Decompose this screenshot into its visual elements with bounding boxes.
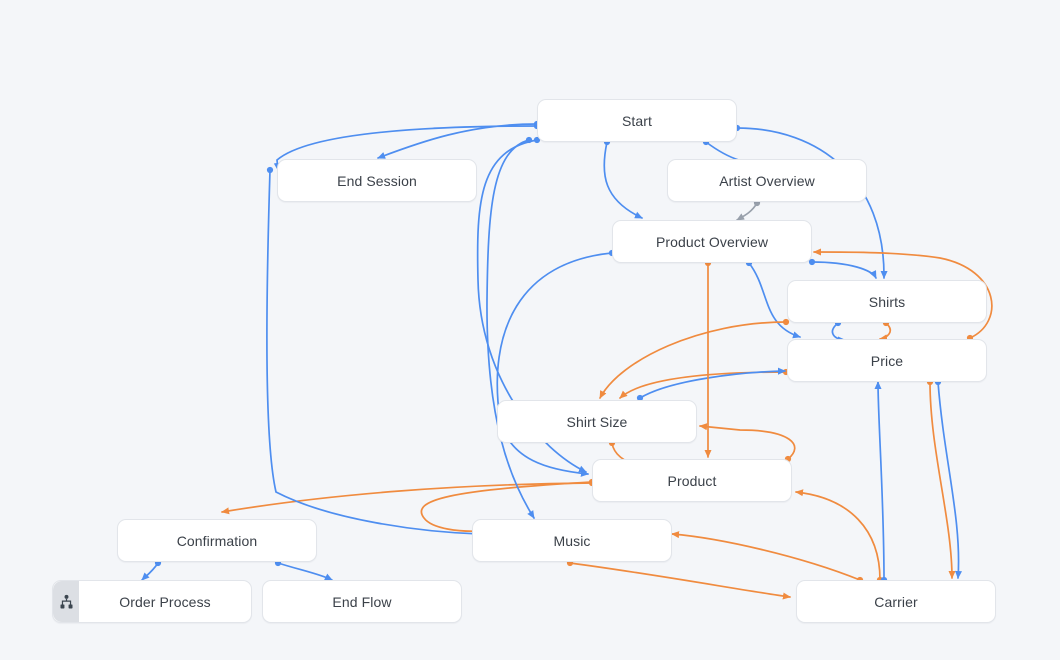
node-product[interactable]: Product: [592, 459, 792, 502]
node-start[interactable]: Start: [537, 99, 737, 142]
edge: [266, 166, 481, 538]
edge-source-dot: [266, 166, 274, 174]
node-label: Price: [870, 352, 904, 369]
edge: [874, 381, 888, 584]
node-label: Music: [553, 532, 591, 549]
node-end-flow[interactable]: End Flow: [262, 580, 462, 623]
hierarchy-icon: [53, 581, 79, 622]
edge: [603, 138, 643, 219]
edge: [934, 378, 963, 579]
node-product-overview[interactable]: Product Overview: [612, 220, 812, 263]
edge: [808, 258, 877, 279]
node-shirts[interactable]: Shirts: [787, 280, 987, 323]
node-label: End Session: [337, 172, 417, 189]
edge-source-dot: [525, 136, 533, 144]
edge: [599, 318, 790, 399]
edge: [141, 559, 162, 581]
edge: [699, 423, 796, 463]
node-label: Shirt Size: [566, 413, 628, 430]
node-label: Product: [667, 472, 717, 489]
node-price[interactable]: Price: [787, 339, 987, 382]
node-shirt-size[interactable]: Shirt Size: [497, 400, 697, 443]
node-label: Carrier: [874, 593, 918, 610]
edge: [221, 479, 596, 515]
node-music[interactable]: Music: [472, 519, 672, 562]
edge: [377, 120, 541, 159]
edge: [704, 259, 712, 458]
edge: [671, 531, 864, 584]
edge: [736, 199, 761, 221]
node-order-process[interactable]: Order Process: [52, 580, 252, 623]
node-label: Artist Overview: [719, 172, 815, 189]
edge: [274, 559, 333, 581]
node-label: Order Process: [119, 593, 211, 610]
edge: [486, 136, 535, 519]
edge: [926, 378, 956, 579]
node-end-session[interactable]: End Session: [277, 159, 477, 202]
node-artist-overview[interactable]: Artist Overview: [667, 159, 867, 202]
edge: [619, 368, 790, 399]
node-label: Confirmation: [176, 532, 258, 549]
node-label: Product Overview: [655, 233, 769, 250]
edge: [795, 489, 884, 584]
edge: [566, 559, 791, 600]
node-label: Start: [621, 112, 653, 129]
node-confirmation[interactable]: Confirmation: [117, 519, 317, 562]
edge: [636, 367, 786, 402]
node-label: End Flow: [332, 593, 392, 610]
node-label: Shirts: [868, 293, 906, 310]
node-carrier[interactable]: Carrier: [796, 580, 996, 623]
